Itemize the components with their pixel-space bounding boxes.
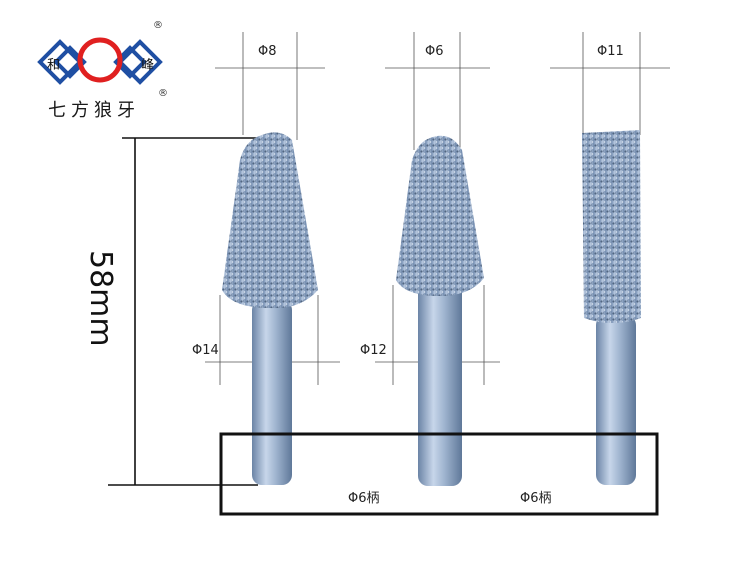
shank-frame <box>219 432 659 516</box>
shank-label-1: Φ6柄 <box>348 491 380 506</box>
bit-3 <box>582 130 641 485</box>
dim-tip1-bottom: Φ14 <box>192 343 219 358</box>
registered-mark-bottom: ® <box>158 88 168 99</box>
dim-tip3-top: Φ11 <box>597 44 624 59</box>
dim-tip1-top: Φ8 <box>258 44 277 59</box>
logo-mark-icon <box>37 37 163 85</box>
registered-mark-top: ® <box>153 20 163 31</box>
logo-tagline: 七方狼牙 <box>48 100 140 121</box>
dim-tip2-bottom: Φ12 <box>360 343 387 358</box>
logo-char-left: 和 <box>47 58 61 73</box>
brand-logo: 和 峰 ® ® <box>30 20 170 122</box>
logo-char-right: 峰 <box>141 58 155 73</box>
length-label: 58mm <box>83 250 118 347</box>
shank-label-2: Φ6柄 <box>520 491 552 506</box>
dim-tip2-top: Φ6 <box>425 44 444 59</box>
bit-1 <box>222 132 318 485</box>
